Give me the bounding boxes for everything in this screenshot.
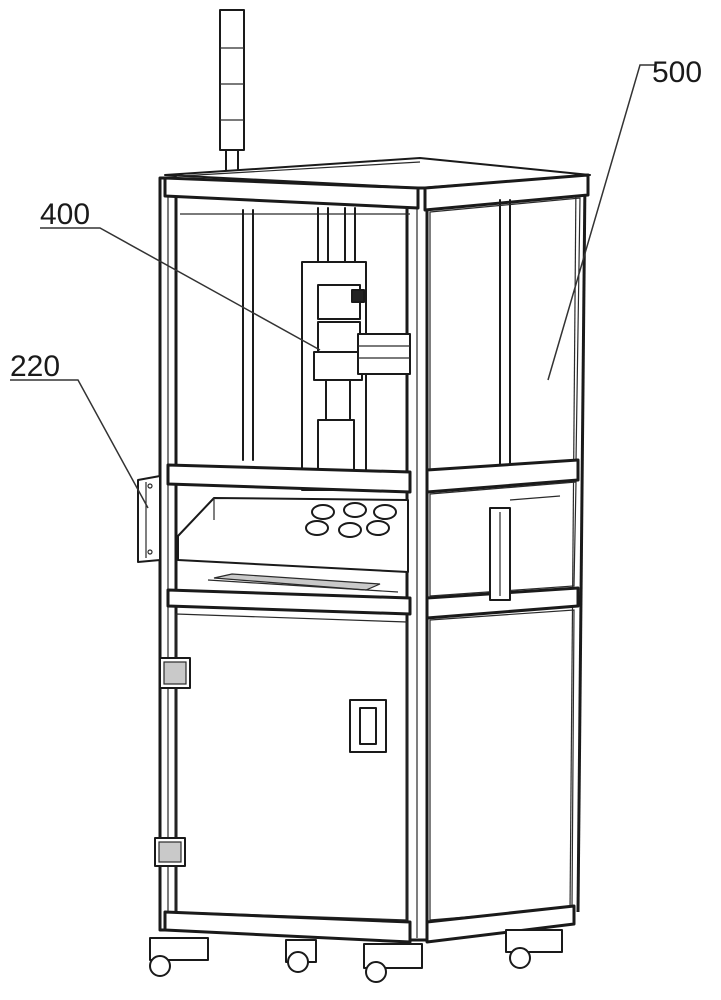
- side-bracket: [137, 475, 161, 563]
- frame-left-post: [158, 176, 178, 932]
- caster-wheels: [149, 929, 563, 983]
- frame-mid-beams: [166, 458, 580, 620]
- frame-top-front-beam: [163, 176, 420, 215]
- frame-bottom-beams: [163, 904, 576, 944]
- door-hinge-bottom: [154, 837, 186, 867]
- leader-lines: [10, 64, 655, 509]
- control-buttons: [305, 502, 397, 538]
- signal-tower: [219, 9, 245, 177]
- side-panel-window: [429, 197, 581, 473]
- side-lower-panel: [429, 609, 575, 921]
- guide-rods: [242, 199, 511, 471]
- front-door: [175, 613, 408, 921]
- frame-middle-post: [405, 186, 429, 942]
- frame-top-side-beam: [423, 173, 590, 212]
- door-hinge-top: [159, 657, 191, 689]
- vertical-module: [301, 261, 411, 491]
- side-middle-section: [429, 481, 577, 601]
- label-400: 400: [40, 198, 90, 231]
- label-500: 500: [652, 56, 702, 89]
- frame-right-post: [569, 177, 587, 913]
- label-220: 220: [10, 350, 60, 383]
